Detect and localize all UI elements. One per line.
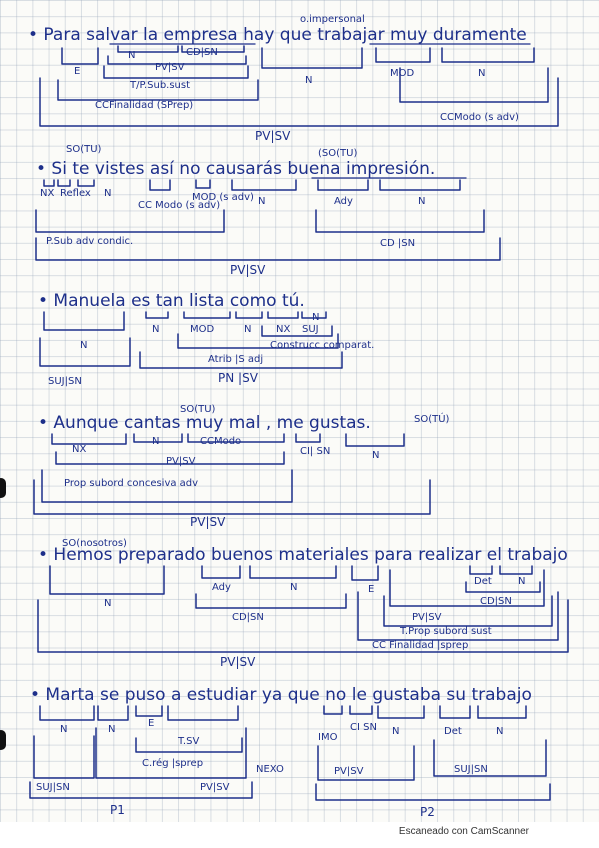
s5-sentence: • Hemos preparado buenos materiales para… xyxy=(38,545,568,565)
s4-tag-pvsv: PV|SV xyxy=(166,456,196,467)
s6-tag-nexo: NEXO xyxy=(256,764,284,775)
s6-tag-tsv: T.SV xyxy=(177,736,199,747)
s1-tag-n2: N xyxy=(305,75,312,86)
s6-tag-sujsn-p1: SUJ|SN xyxy=(36,782,70,793)
s5-tag-ady: Ady xyxy=(212,582,231,593)
s6-tag-n3: N xyxy=(392,726,399,737)
s1-tag-e: E xyxy=(74,66,80,77)
sentence-5-block: SO(nosotros) • Hemos preparado buenos ma… xyxy=(37,538,569,669)
s2-tag-mod: MOD (s adv) xyxy=(192,192,254,203)
s2-tag-reflex: Reflex xyxy=(60,188,91,199)
scanner-credit: Escaneado con CamScanner xyxy=(398,826,529,837)
s6-tag-imo: IMO xyxy=(318,732,338,743)
sentence-2-block: SO(TU) (SO(TU) • Si te vistes así no cau… xyxy=(35,144,501,277)
s5-tag-pvsv: PV|SV xyxy=(412,612,442,623)
sentence-6-block: • Marta se puso a estudiar ya que no le … xyxy=(29,685,551,819)
s1-tag-cdsn: CD|SN xyxy=(186,47,218,58)
s6-tag-n4: N xyxy=(496,726,503,737)
s1-tag-n3: N xyxy=(478,68,485,79)
s6-tag-pvsv-p1: PV|SV xyxy=(200,782,230,793)
s4-tag-prop: Prop subord concesiva adv xyxy=(64,478,198,489)
s2-note-1: SO(TU) xyxy=(66,144,102,155)
s5-tag-pvsv-main: PV|SV xyxy=(220,655,256,669)
s2-tag-ady: Ady xyxy=(334,196,353,207)
s4-tag-pvsv-main: PV|SV xyxy=(190,515,226,529)
s3-tag-construcc: Construcc comparat. xyxy=(270,340,374,351)
s6-tag-pvsv-p2: PV|SV xyxy=(334,766,364,777)
s3-tag-atrib: Atrib |S adj xyxy=(208,354,263,365)
s6-tag-n: N xyxy=(60,724,67,735)
s3-tag-n: N xyxy=(80,340,87,351)
s1-tag-ccfinalidad: CCFinalidad (SPrep) xyxy=(95,100,193,111)
s3-tag-n4: N xyxy=(312,312,319,323)
s5-tag-det: Det xyxy=(474,576,492,587)
s1-tag-ccmodo: CCModo (s adv) xyxy=(440,112,519,123)
s5-tag-n: N xyxy=(104,598,111,609)
s4-tag-ccmodo: CCModo xyxy=(200,436,241,447)
s5-top-note: SO(nosotros) xyxy=(62,538,127,549)
sentence-1-block: o.impersonal • Para salvar la empresa ha… xyxy=(28,14,559,143)
scanner-footer: Escaneado con CamScanner xyxy=(0,822,599,848)
s2-tag-n2: N xyxy=(258,196,265,207)
s3-tag-sujsn: SUJ|SN xyxy=(48,376,82,387)
s2-tag-cdsn: CD |SN xyxy=(380,238,415,249)
s4-note-1: SO(TU) xyxy=(180,404,216,415)
s2-tag-ccmodo: CC Modo (s adv) xyxy=(138,200,220,211)
binder-hole xyxy=(0,478,6,498)
sentence-4-block: SO(TU) SO(TÚ) • Aunque cantas muy mal , … xyxy=(33,404,450,529)
sentence-3-block: • Manuela es tan lista como tú. N N MOD … xyxy=(38,291,374,387)
s2-tag-n: N xyxy=(104,188,111,199)
notebook-page: o.impersonal • Para salvar la empresa ha… xyxy=(0,0,599,822)
s4-tag-nx: NX xyxy=(72,444,86,455)
s1-tag-n: N xyxy=(128,50,135,61)
s1-tag-pvsv: PV|SV xyxy=(155,62,185,73)
s2-tag-n3: N xyxy=(418,196,425,207)
handwritten-analysis: o.impersonal • Para salvar la empresa ha… xyxy=(28,14,569,819)
s4-tag-n2: N xyxy=(372,450,379,461)
s6-tag-sujsn-p2: SUJ|SN xyxy=(454,764,488,775)
s5-tag-cdsn: CD|SN xyxy=(480,596,512,607)
s6-tag-creg: C.rég |sprep xyxy=(142,757,203,769)
s5-tag-tprop: T.Prop subord sust xyxy=(399,626,492,637)
s5-tag-ccfinalidad: CC Finalidad |sprep xyxy=(372,640,468,651)
s5-tag-n2: N xyxy=(290,582,297,593)
s2-tag-nx: NX xyxy=(40,188,54,199)
s6-tag-det: Det xyxy=(444,726,462,737)
s1-tag-mod: MOD xyxy=(390,68,414,79)
s6-tag-p2: P2 xyxy=(420,805,435,819)
s1-top-note: o.impersonal xyxy=(300,14,365,25)
s5-tag-e: E xyxy=(368,584,374,595)
s4-sentence: • Aunque cantas muy mal , me gustas. xyxy=(38,413,371,433)
s3-tag-suj: SUJ xyxy=(302,324,319,335)
s2-tag-pvsv-main: PV|SV xyxy=(230,263,266,277)
s6-tag-p1: P1 xyxy=(110,803,125,817)
s3-tag-n3: N xyxy=(244,324,251,335)
binder-hole xyxy=(0,730,6,750)
s5-tag-n3: N xyxy=(518,576,525,587)
s4-note-2: SO(TÚ) xyxy=(414,412,450,425)
s3-tag-n2: N xyxy=(152,324,159,335)
s4-tag-n: N xyxy=(152,436,159,447)
s2-note-2: (SO(TU) xyxy=(318,148,357,159)
s1-tag-pvsv-main: PV|SV xyxy=(255,129,291,143)
s1-tag-tpsub: T/P.Sub.sust xyxy=(129,80,190,91)
s5-tag-cdsn-main: CD|SN xyxy=(232,612,264,623)
s3-tag-pnsv: PN |SV xyxy=(218,371,259,385)
s4-tag-cisn: CI| SN xyxy=(300,446,330,457)
s2-sentence: • Si te vistes así no causarás buena imp… xyxy=(36,159,435,179)
s3-tag-mod: MOD xyxy=(190,324,214,335)
s6-tag-n2: N xyxy=(108,724,115,735)
s6-sentence: • Marta se puso a estudiar ya que no le … xyxy=(30,685,532,705)
s2-tag-psub: P.Sub adv condic. xyxy=(46,236,133,247)
s6-tag-cisn: CI SN xyxy=(350,722,377,733)
s3-sentence: • Manuela es tan lista como tú. xyxy=(38,291,305,311)
s1-sentence: • Para salvar la empresa hay que trabaja… xyxy=(28,25,527,45)
s6-tag-e: E xyxy=(148,718,154,729)
s3-tag-nx: NX xyxy=(276,324,290,335)
